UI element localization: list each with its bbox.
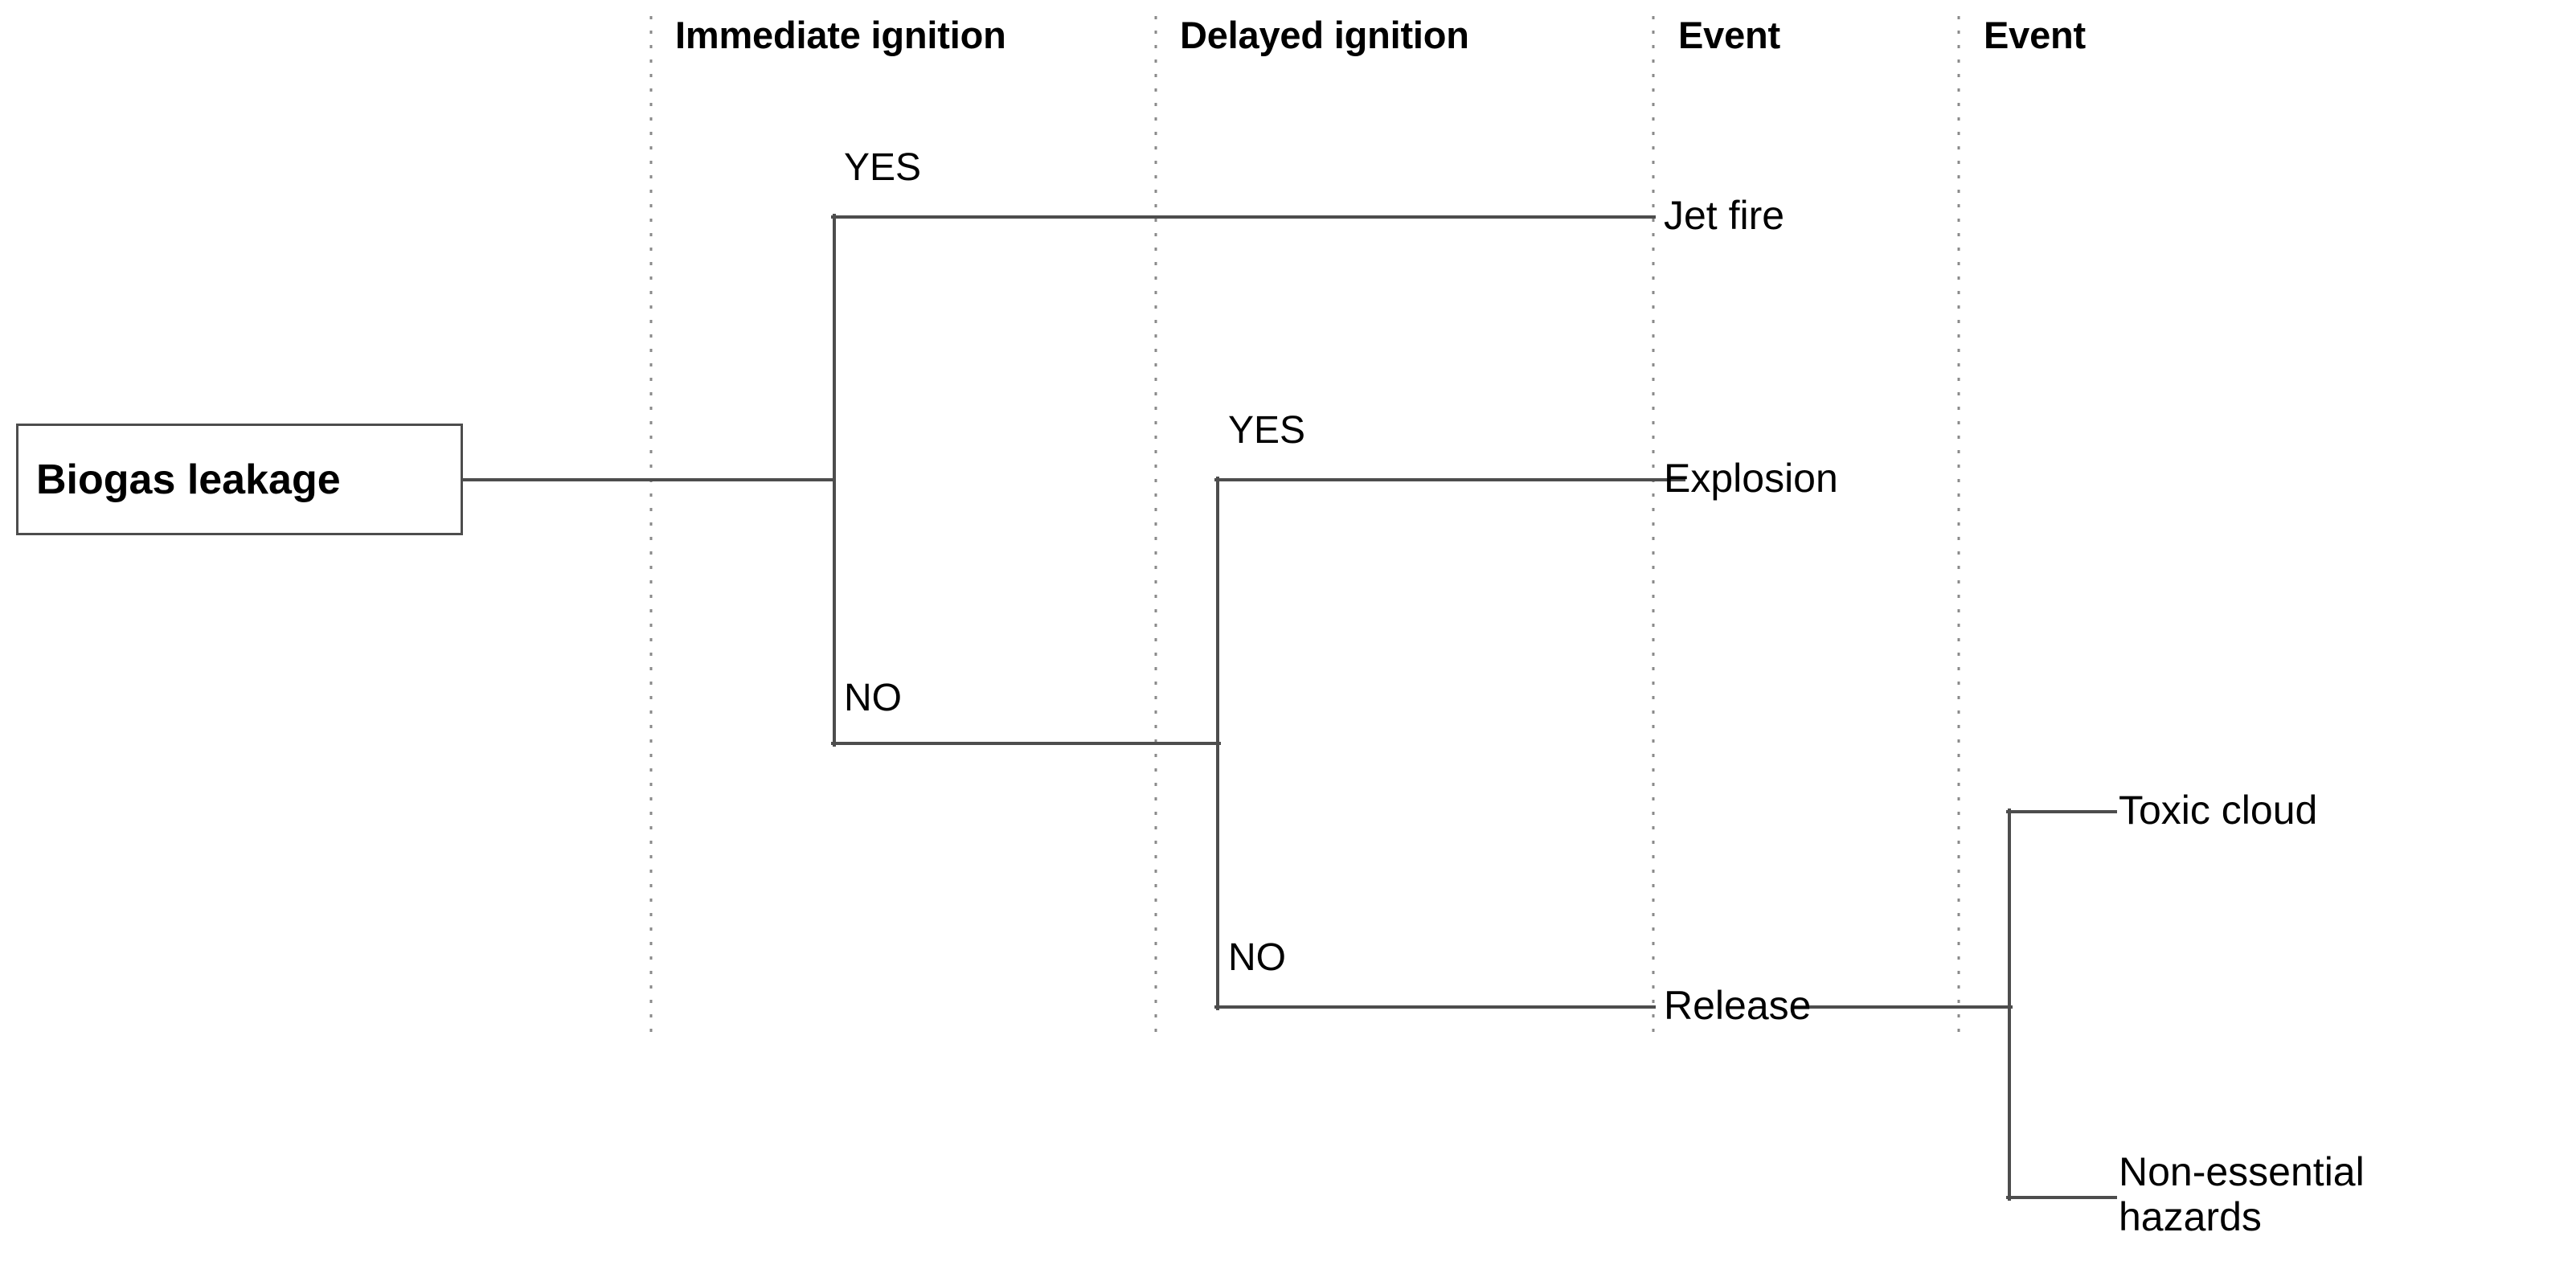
outcome-label-non-essential-hazards: Non-essential hazards <box>2119 1149 2365 1239</box>
column-header-immediate-ignition: Immediate ignition <box>675 14 1006 56</box>
column-header-event-1: Event <box>1678 14 1780 56</box>
branch-label-delayed-no: NO <box>1228 936 1286 979</box>
branch-label-immediate-no: NO <box>844 677 902 719</box>
column-header-event-2: Event <box>1984 14 2086 56</box>
branch-label-delayed-yes: YES <box>1228 409 1306 452</box>
outcome-label-toxic-cloud: Toxic cloud <box>2119 788 2318 833</box>
branch-label-immediate-yes: YES <box>844 146 922 189</box>
initiating-event-label: Biogas leakage <box>36 456 341 503</box>
outcome-label-release: Release <box>1664 983 1812 1028</box>
column-header-delayed-ignition: Delayed ignition <box>1180 14 1469 56</box>
outcome-label-jet-fire: Jet fire <box>1664 193 1785 238</box>
tree-wire-group <box>461 214 2117 1201</box>
outcome-label-explosion: Explosion <box>1664 456 1838 501</box>
initiating-event-box: Biogas leakage <box>16 424 463 535</box>
